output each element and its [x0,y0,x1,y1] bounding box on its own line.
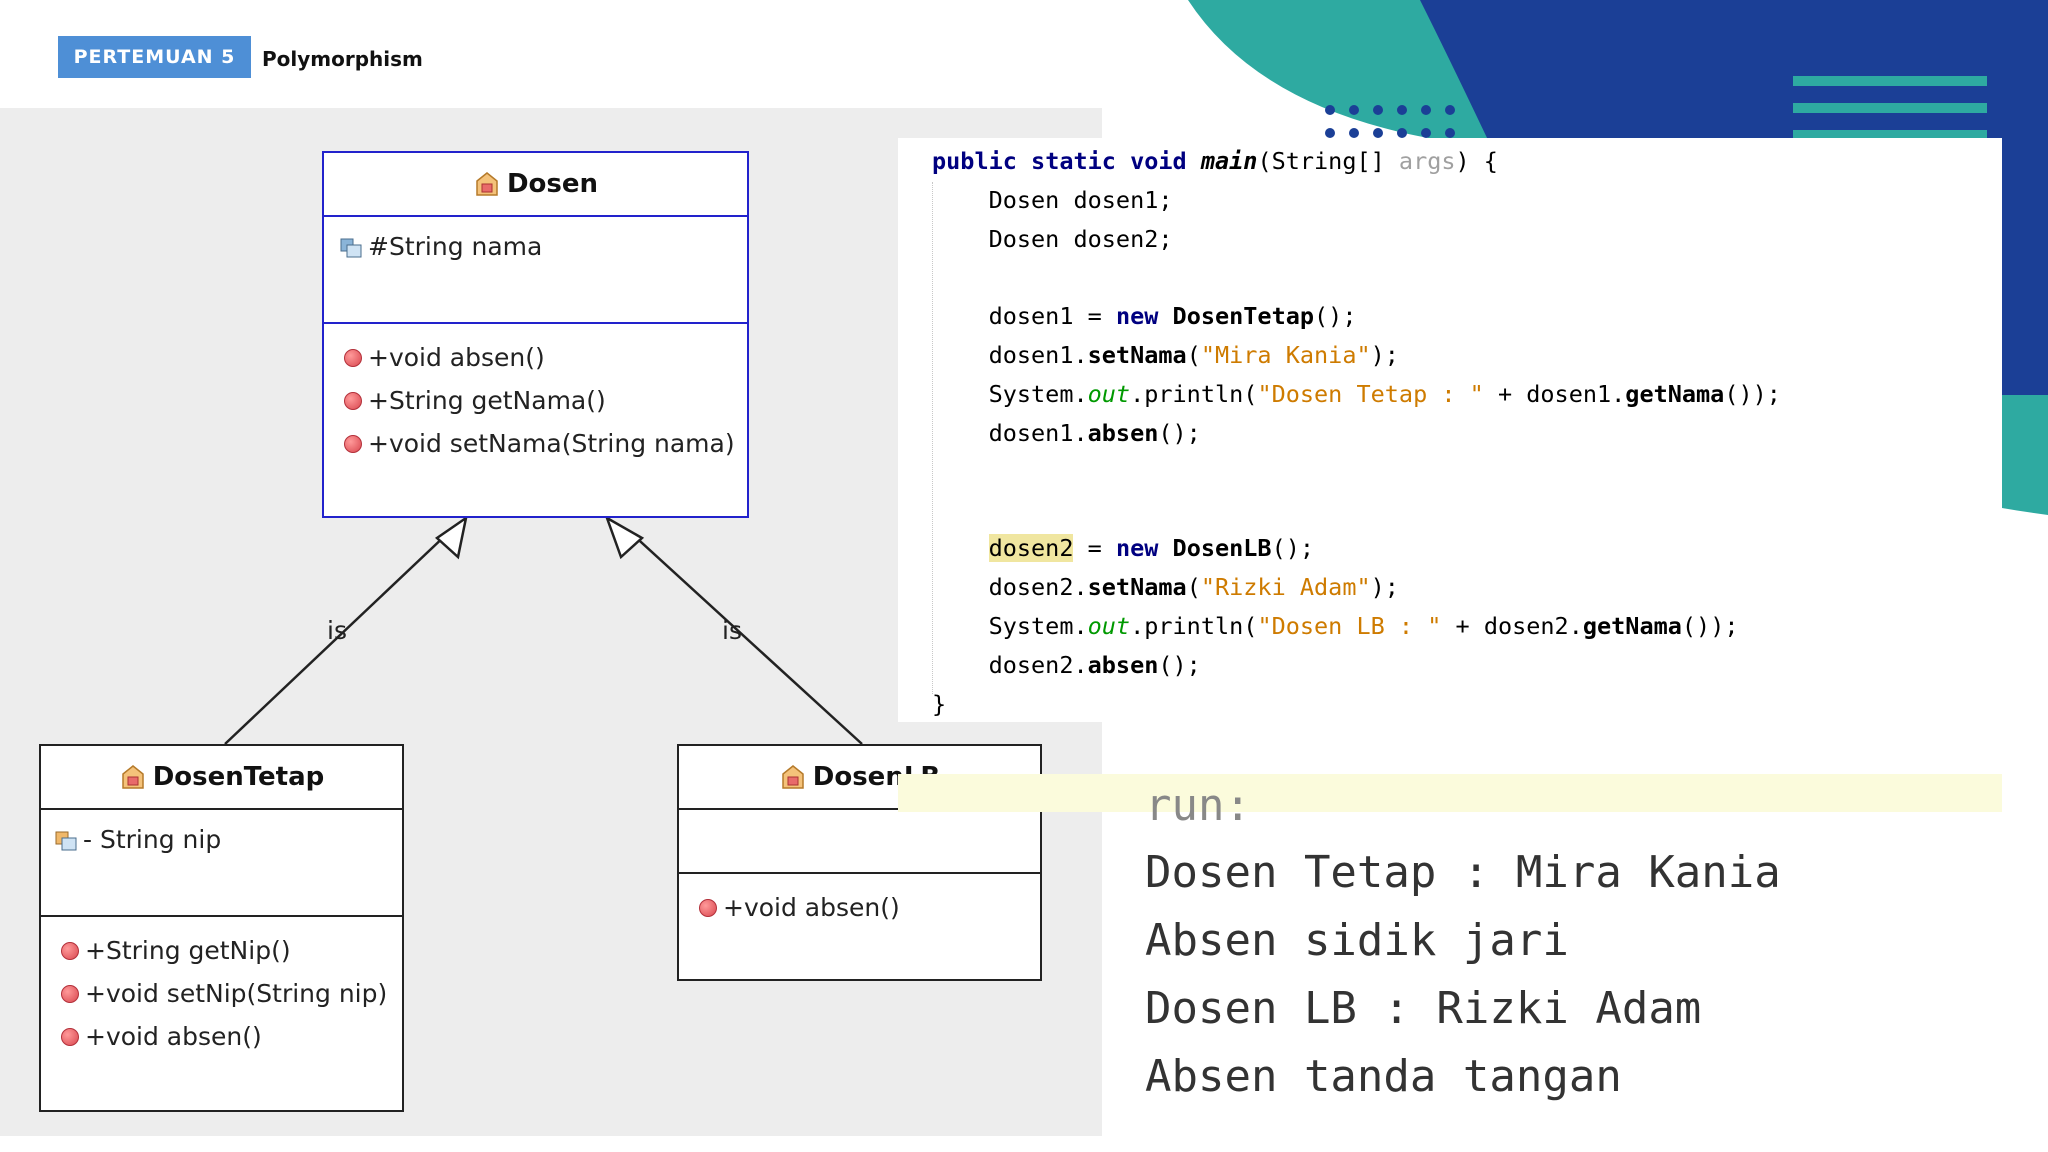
console-output-line: Dosen Tetap : Mira Kania [1145,847,1781,898]
stripe-lines [1793,76,1987,140]
relation-label-left: is [327,616,347,645]
method-row: +void absen() [41,1015,402,1058]
code-line-11: dosen2 = new DosenLB(); [932,529,1314,567]
method-dot-icon [344,435,362,453]
field-icon [338,236,364,258]
code-line-12: dosen2.setNama("Rizki Adam"); [932,568,1399,606]
class-dosentetap[interactable]: DosenTetap - String nip +String getNip()… [39,744,404,1112]
fields-section [679,808,1040,872]
code-line-5: dosen1 = new DosenTetap(); [932,297,1356,335]
fields-section: #String nama [324,215,747,322]
method-dot-icon [344,392,362,410]
class-name: DosenTetap [153,762,325,792]
method-row: +void absen() [324,336,747,379]
class-name: Dosen [507,169,598,199]
code-line-13: System.out.println("Dosen LB : " + dosen… [932,607,1739,645]
code-line-6: dosen1.setNama("Mira Kania"); [932,336,1399,374]
methods-section: +void absen() +String getNama() +void se… [324,322,747,465]
method-row: +void setNip(String nip) [41,972,402,1015]
field-row: #String nama [324,225,747,268]
class-icon [119,764,147,790]
methods-section: +String getNip() +void setNip(String nip… [41,915,402,1058]
class-icon [779,764,807,790]
code-line-7: System.out.println("Dosen Tetap : " + do… [932,375,1781,413]
console-run-label: run: [1145,780,1251,831]
slide-title: Polymorphism [262,47,423,71]
field-icon [53,829,79,851]
class-header: DosenTetap [41,746,402,808]
method-row: +void setNama(String nama) [324,422,747,465]
class-icon [473,171,501,197]
methods-section: +void absen() [679,872,1040,929]
code-line-14: dosen2.absen(); [932,646,1201,684]
method-row: +String getNama() [324,379,747,422]
method-dot-icon [61,1028,79,1046]
console-output-line: Absen sidik jari [1145,915,1569,966]
method-row: +String getNip() [41,929,402,972]
field-row: - String nip [41,818,402,861]
code-line-8: dosen1.absen(); [932,414,1201,452]
code-line-1: public static void main(String[] args) { [932,142,1498,180]
class-header: Dosen [324,153,747,215]
inheritance-arrow-icon [437,518,466,557]
code-line-15: } [932,685,946,723]
method-row: +void absen() [679,886,1040,929]
code-editor[interactable]: public static void main(String[] args) {… [898,138,2002,722]
method-dot-icon [61,985,79,1003]
current-line-highlight [898,774,2002,812]
meeting-badge: PERTEMUAN 5 [58,36,251,78]
class-dosen[interactable]: Dosen #String nama +void absen() +String… [322,151,749,518]
method-dot-icon [699,899,717,917]
console-output-line: Absen tanda tangan [1145,1051,1622,1102]
console-output-line: Dosen LB : Rizki Adam [1145,983,1701,1034]
relation-label-right: is [722,616,742,645]
method-dot-icon [344,349,362,367]
inheritance-arrow-icon [607,518,642,557]
code-line-3: Dosen dosen2; [932,220,1173,258]
method-dot-icon [61,942,79,960]
code-line-2: Dosen dosen1; [932,181,1173,219]
fields-section: - String nip [41,808,402,915]
